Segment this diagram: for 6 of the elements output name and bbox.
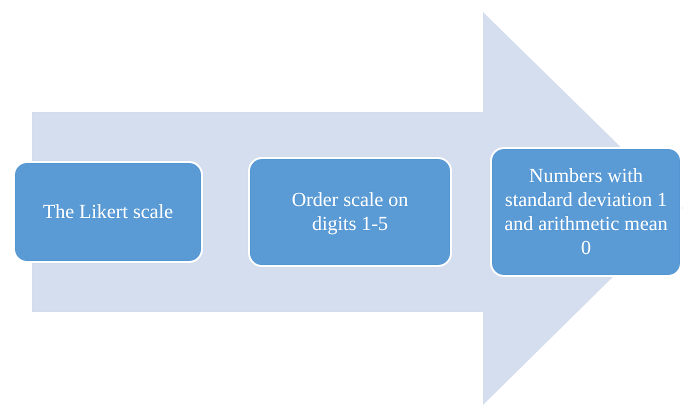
step-label: The Likert scale bbox=[43, 200, 173, 224]
step-label: Numbers with standard deviation 1 and arithmetic mean 0 bbox=[503, 164, 669, 260]
step-label: Order scale on digits 1-5 bbox=[290, 188, 410, 236]
step-box bbox=[490, 147, 682, 277]
step-box bbox=[248, 157, 452, 267]
step-box bbox=[13, 161, 203, 263]
